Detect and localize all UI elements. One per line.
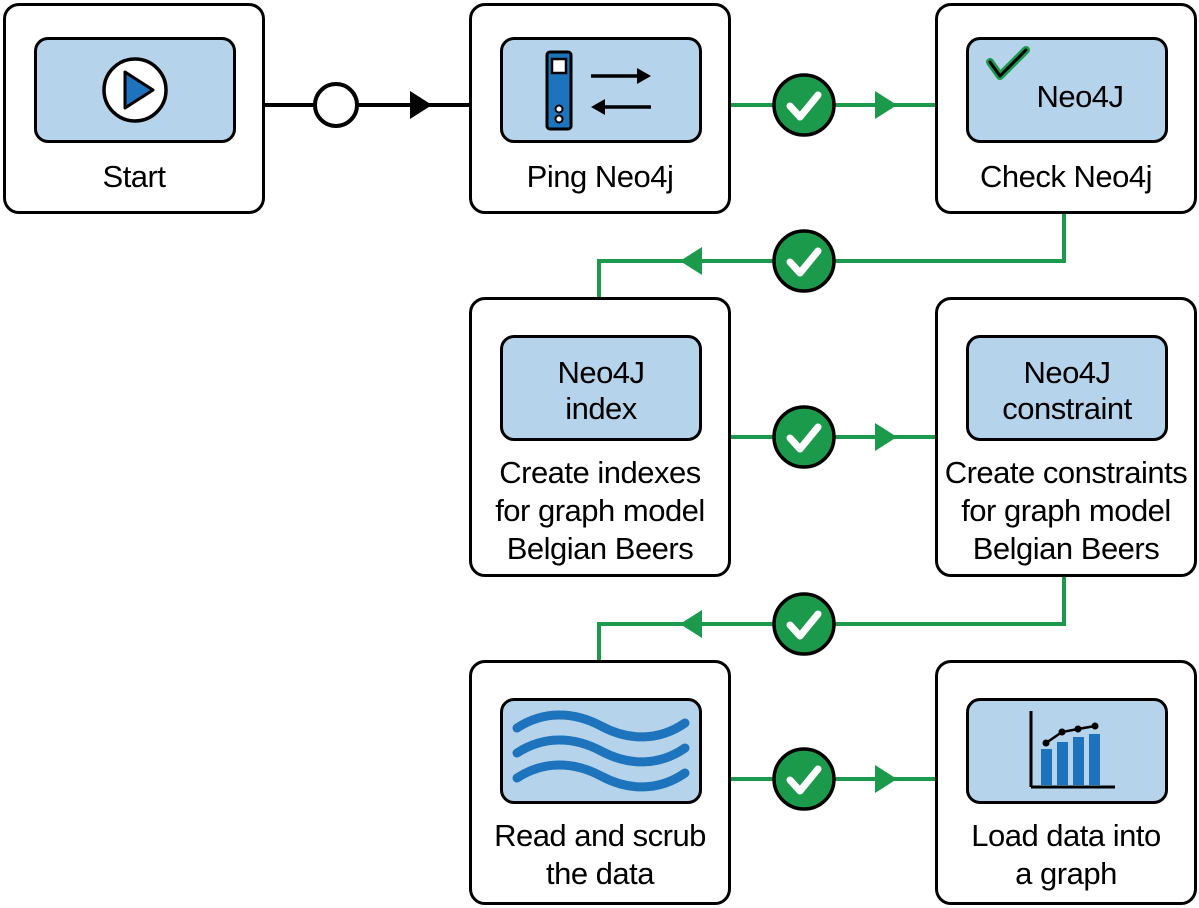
node-ping-caption: Ping Neo4j: [526, 159, 674, 194]
node-create-indexes[interactable]: Neo4J index Create indexes for graph mod…: [469, 297, 731, 577]
connector-index-to-constraint: [730, 405, 937, 469]
constraint-icon-label-line2: constraint: [1002, 391, 1132, 426]
node-load-data[interactable]: Load data into a graph: [935, 660, 1197, 905]
waves-icon: [512, 710, 690, 792]
node-start[interactable]: Start: [3, 3, 265, 214]
play-icon: [102, 57, 168, 123]
connector-check-to-index: [597, 213, 1066, 298]
check-circle-icon: [772, 73, 836, 137]
circle-icon: [313, 82, 359, 128]
node-index-caption-line2: for graph model: [495, 493, 705, 528]
arrowhead-icon: [875, 765, 897, 793]
check-circle-icon: [772, 229, 836, 293]
node-check-caption: Check Neo4j: [980, 159, 1152, 194]
check-icon-box: Neo4J: [966, 37, 1168, 143]
checkmark-icon: [986, 46, 1030, 80]
arrowhead-icon: [680, 610, 702, 638]
node-ping-neo4j[interactable]: Ping Neo4j: [469, 3, 731, 214]
node-create-constraints[interactable]: Neo4J constraint Create constraints for …: [935, 297, 1197, 577]
node-read-and-scrub[interactable]: Read and scrub the data: [469, 660, 731, 905]
index-icon-box: Neo4J index: [500, 335, 702, 441]
check-circle-icon: [772, 405, 836, 469]
check-circle-icon: [772, 592, 836, 656]
ping-icon-box: [500, 37, 702, 143]
start-icon-box: [34, 37, 236, 143]
bar-chart-icon: [1029, 711, 1115, 789]
check-icon-label: Neo4J: [1036, 79, 1124, 114]
arrowhead-icon: [410, 91, 432, 119]
node-load-caption-line2: a graph: [1015, 856, 1117, 891]
node-constraint-caption-line1: Create constraints: [944, 455, 1188, 490]
connector-ping-to-check: [730, 73, 937, 137]
arrowhead-icon: [875, 91, 897, 119]
check-circle-icon: [772, 747, 836, 811]
constraint-icon-label-line1: Neo4J: [1023, 355, 1111, 390]
index-icon-label-line1: Neo4J: [557, 355, 645, 390]
connector-constraint-to-scrub: [597, 575, 1066, 661]
node-check-neo4j[interactable]: Neo4J Check Neo4j: [935, 3, 1197, 214]
arrowhead-icon: [875, 423, 897, 451]
node-load-caption-line1: Load data into: [971, 818, 1161, 853]
load-icon-box: [966, 698, 1168, 804]
node-constraint-caption-line3: Belgian Beers: [972, 531, 1160, 566]
arrowhead-icon: [680, 247, 702, 275]
index-icon-label-line2: index: [565, 391, 637, 426]
node-start-caption: Start: [102, 159, 166, 194]
node-index-caption-line3: Belgian Beers: [506, 531, 694, 566]
node-constraint-caption-line2: for graph model: [961, 493, 1171, 528]
node-index-caption-line1: Create indexes: [499, 455, 701, 490]
connector-scrub-to-load: [730, 747, 937, 811]
scrub-icon-box: [500, 698, 702, 804]
constraint-icon-box: Neo4J constraint: [966, 335, 1168, 441]
connector-start-to-ping: [264, 82, 470, 128]
node-scrub-caption-line1: Read and scrub: [494, 818, 706, 853]
server-transfer-icon: [545, 50, 651, 131]
node-scrub-caption-line2: the data: [545, 856, 655, 891]
